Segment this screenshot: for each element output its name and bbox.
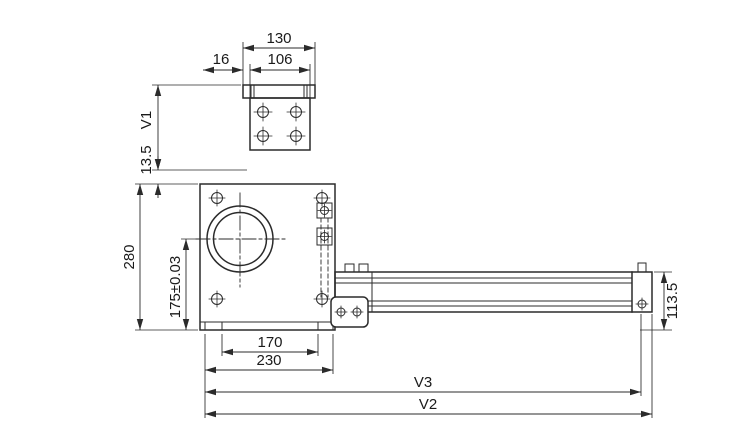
dimension-labels: 130 16 106 V1 13.5 280 175±0.03 170 230 …: [121, 30, 681, 413]
bracket-bend-lines: [250, 84, 308, 99]
top-bracket: [242, 84, 316, 151]
motor-mount-plate: [330, 296, 369, 328]
body-corner-screws: [208, 189, 331, 308]
end-cap-screw: [637, 262, 647, 273]
dim-label-16: 16: [213, 51, 230, 68]
dim-label-130: 130: [266, 30, 291, 47]
dim-label-13-5: 13.5: [138, 145, 155, 174]
rail-top-screws: [344, 263, 369, 273]
rail-outline: [334, 271, 653, 313]
bracket-face-plate: [249, 97, 311, 151]
dim-label-280: 280: [121, 244, 138, 269]
dim-label-v3: V3: [414, 374, 432, 391]
body-base-feet: [199, 321, 336, 331]
dim-label-113-5: 113.5: [664, 283, 681, 319]
rail-profile-lines: [334, 271, 633, 313]
bore-centerlines: [195, 192, 289, 288]
end-cap: [635, 262, 649, 311]
dim-label-170: 170: [257, 334, 282, 351]
dim-label-v1: V1: [138, 111, 155, 129]
body-outline: [199, 183, 336, 331]
linear-rail: [330, 262, 653, 328]
bracket-bolt-holes: [253, 102, 306, 146]
gearbox-body: [195, 183, 336, 331]
dimension-lines: [136, 44, 668, 418]
sensor-strip: [316, 202, 333, 298]
dim-label-230: 230: [256, 352, 281, 369]
dim-label-106: 106: [267, 51, 292, 68]
dim-label-175: 175±0.03: [167, 256, 184, 318]
dim-label-v2: V2: [419, 396, 437, 413]
